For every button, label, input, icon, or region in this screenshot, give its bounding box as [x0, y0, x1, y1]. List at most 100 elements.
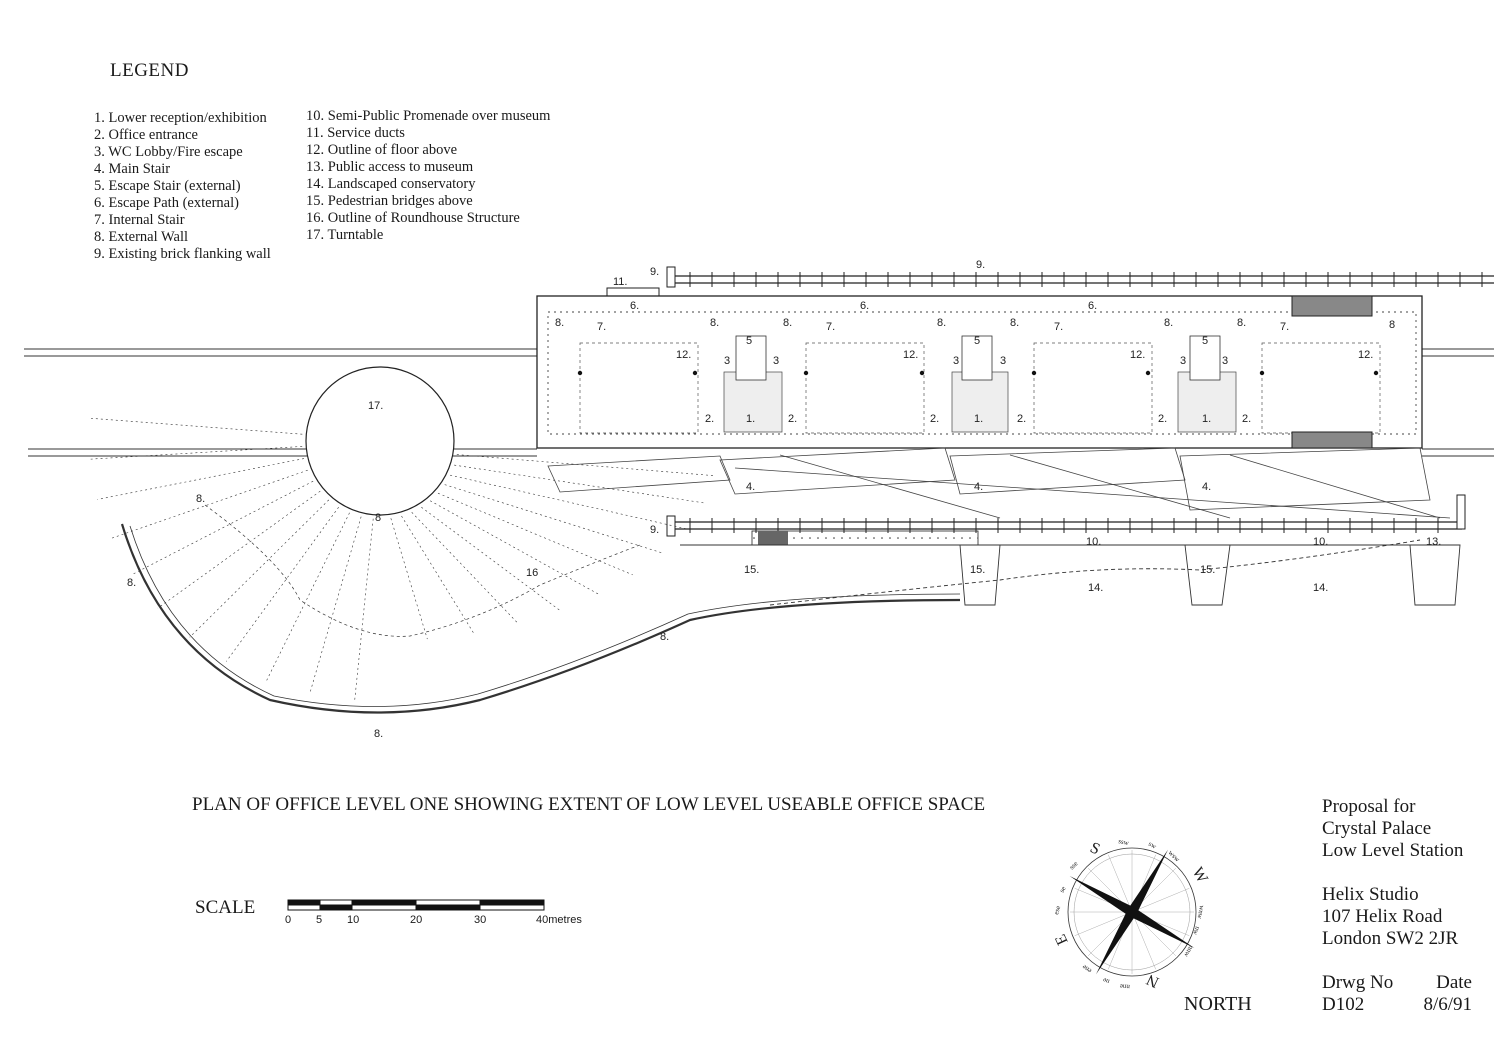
project-line-2: Crystal Palace	[1322, 818, 1432, 839]
promenade-dark	[758, 531, 788, 545]
plan-labels: 9. 9. 9. 11. 6. 6. 6. 8. 8. 8. 8. 8. 8. …	[127, 259, 1441, 740]
scale-label: SCALE	[195, 897, 256, 918]
label-15: 15.	[744, 564, 759, 576]
flanking-wall-bottom	[666, 494, 1466, 537]
compass-label-sw: sw	[1147, 840, 1159, 851]
compass-label-ese: ese	[1052, 905, 1062, 916]
studio-address-2: London SW2 2JR	[1322, 928, 1459, 949]
legend-item: 10. Semi-Public Promenade over museum	[306, 108, 551, 124]
legend-item: 15. Pedestrian bridges above	[306, 193, 473, 209]
main-stairs	[547, 447, 1451, 519]
office-block	[536, 295, 1423, 449]
label-1: 1.	[974, 413, 983, 425]
label-3: 3	[1180, 355, 1186, 367]
turntable	[305, 366, 455, 516]
label-8: 8.	[555, 317, 564, 329]
label-14: 14.	[1313, 582, 1328, 594]
north-label: NORTH	[1184, 993, 1252, 1015]
label-12: 12.	[1358, 349, 1373, 361]
conservatory	[680, 539, 1461, 606]
label-7: 7.	[826, 321, 835, 333]
label-8: 8.	[660, 631, 669, 643]
legend-item: 5. Escape Stair (external)	[94, 178, 241, 194]
compass-label-ene: ene	[1081, 963, 1094, 975]
plan-title: PLAN OF OFFICE LEVEL ONE SHOWING EXTENT …	[192, 794, 986, 815]
label-8: 8.	[1010, 317, 1019, 329]
label-1: 1.	[1202, 413, 1211, 425]
label-16: 16	[526, 567, 538, 579]
label-3: 3	[724, 355, 730, 367]
label-3: 3	[953, 355, 959, 367]
title-block: Proposal for Crystal Palace Low Level St…	[1322, 796, 1472, 1016]
flanking-wall-top	[666, 266, 1494, 288]
compass-rose	[1067, 847, 1197, 977]
roundhouse-structure	[90, 418, 961, 714]
compass-label-S: S	[1087, 839, 1102, 858]
compass-label-N: N	[1144, 970, 1162, 990]
label-3: 3	[1000, 355, 1006, 367]
flanking-wall-bottom-piers	[689, 518, 1439, 533]
label-8: 8.	[374, 728, 383, 740]
compass-label-wsw: wsw	[1167, 849, 1182, 864]
studio-name: Helix Studio	[1322, 884, 1419, 905]
label-6: 6.	[860, 300, 869, 312]
compass-label-ne: ne	[1102, 976, 1111, 986]
drawing-date: 8/6/91	[1423, 994, 1472, 1015]
label-2: 2.	[788, 413, 797, 425]
legend-item: 6. Escape Path (external)	[94, 195, 239, 211]
label-7: 7.	[1280, 321, 1289, 333]
scale-tick: 10	[347, 914, 360, 926]
legend-column-1: 1. Lower reception/exhibition 2. Office …	[94, 110, 271, 263]
label-6: 6.	[1088, 300, 1097, 312]
legend-item: 2. Office entrance	[94, 127, 198, 143]
legend-item: 1. Lower reception/exhibition	[94, 110, 267, 126]
label-12: 12.	[676, 349, 691, 361]
compass-label-wnw: wnw	[1196, 905, 1206, 921]
label-5: 5	[974, 335, 980, 347]
label-9: 9.	[976, 259, 985, 271]
compass-label-nne: nne	[1119, 982, 1130, 991]
drawing-number: D102	[1322, 994, 1365, 1015]
legend-item: 13. Public access to museum	[306, 159, 474, 175]
label-2: 2.	[705, 413, 714, 425]
legend-item: 17. Turntable	[306, 227, 384, 243]
label-8: 8	[375, 512, 381, 524]
label-4: 4.	[1202, 481, 1211, 493]
scale-tick: 5	[316, 914, 323, 926]
scale-tick: 30	[474, 914, 487, 926]
drawing-number-label: Drwg No	[1322, 972, 1394, 993]
label-13: 13.	[1426, 536, 1441, 548]
label-15: 15.	[970, 564, 985, 576]
studio-address-1: 107 Helix Road	[1322, 906, 1443, 927]
label-15: 15.	[1200, 564, 1215, 576]
label-8: 8.	[1164, 317, 1173, 329]
legend-item: 12. Outline of floor above	[306, 142, 458, 158]
label-8: 8.	[196, 493, 205, 505]
label-7: 7.	[597, 321, 606, 333]
label-8: 8.	[1237, 317, 1246, 329]
label-2: 2.	[1017, 413, 1026, 425]
compass-label-E: E	[1052, 931, 1072, 947]
label-5: 5	[746, 335, 752, 347]
legend-item: 4. Main Stair	[94, 161, 171, 177]
label-10: 10.	[1313, 536, 1328, 548]
label-8: 8	[1389, 319, 1395, 331]
legend-item: 11. Service ducts	[306, 125, 405, 141]
label-3: 3	[1222, 355, 1228, 367]
label-6: 6.	[630, 300, 639, 312]
label-8: 8.	[937, 317, 946, 329]
service-duct	[606, 287, 660, 297]
label-7: 7.	[1054, 321, 1063, 333]
drawing-info-values: D102 8/6/91	[1322, 994, 1472, 1016]
legend-item: 7. Internal Stair	[94, 212, 185, 228]
label-9: 9.	[650, 524, 659, 536]
label-8: 8.	[783, 317, 792, 329]
label-5: 5	[1202, 335, 1208, 347]
legend-item: 3. WC Lobby/Fire escape	[94, 144, 243, 160]
scale-tick: 40metres	[536, 914, 582, 926]
label-11: 11.	[613, 276, 627, 288]
label-2: 2.	[1158, 413, 1167, 425]
label-4: 4.	[746, 481, 755, 493]
legend-item: 14. Landscaped conservatory	[306, 176, 476, 192]
